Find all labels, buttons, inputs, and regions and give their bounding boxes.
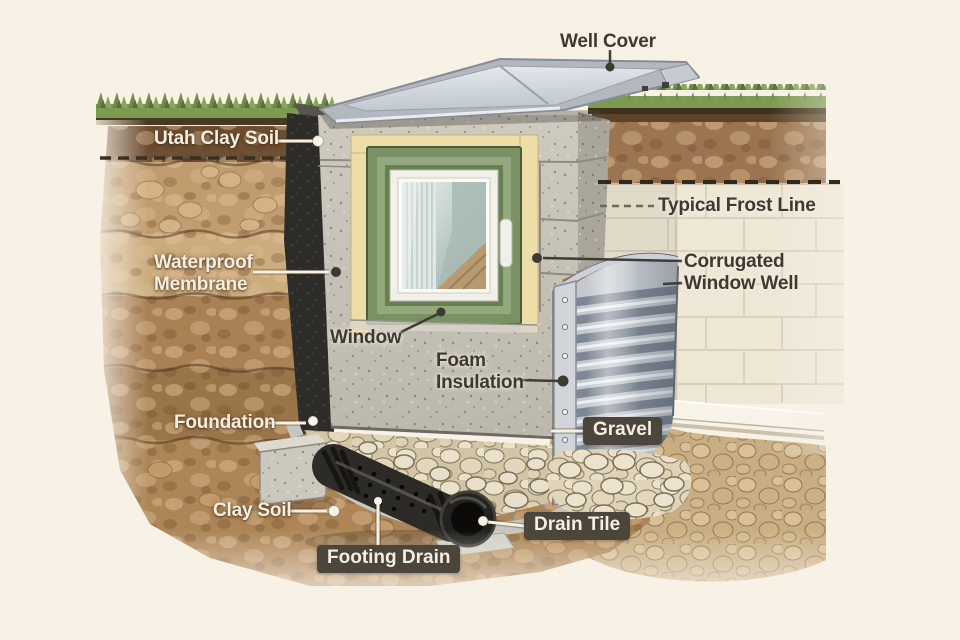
- leader-dots: [307, 62, 615, 527]
- label-clay-soil: Clay Soil: [213, 500, 292, 521]
- leader-drain-tile: [487, 520, 526, 528]
- well-base-gravel: [547, 449, 692, 520]
- fade-bottom: [80, 530, 870, 640]
- leader-window: [400, 312, 439, 334]
- window-sill: [349, 319, 538, 333]
- label-corrugated-window-well: Corrugated Window Well: [684, 251, 799, 295]
- grass-left: [96, 92, 334, 125]
- basement-window: [349, 146, 538, 333]
- window-handle: [499, 218, 513, 268]
- leader-lines: [253, 50, 683, 547]
- grass-right: [588, 84, 826, 114]
- label-footing-drain: Footing Drain: [317, 545, 461, 573]
- label-well-cover: Well Cover: [560, 31, 656, 52]
- label-gravel: Gravel: [583, 417, 663, 445]
- label-foundation: Foundation: [174, 412, 276, 433]
- leader-corrugated-1: [542, 256, 683, 263]
- fade-left: [88, 120, 148, 570]
- label-utah-clay-soil: Utah Clay Soil: [154, 128, 279, 149]
- label-drain-tile: Drain Tile: [524, 512, 631, 540]
- window-glass: [402, 182, 487, 290]
- label-window: Window: [330, 327, 402, 348]
- leader-foam-insulation: [516, 378, 560, 383]
- footing-block: [253, 434, 337, 511]
- label-typical-frost-line: Typical Frost Line: [658, 195, 816, 216]
- well-cover-panel: [319, 58, 700, 124]
- label-foam-insulation: Foam Insulation: [436, 350, 524, 394]
- label-waterproof-membrane: Waterproof Membrane: [154, 252, 253, 296]
- fade-right: [770, 75, 960, 455]
- leader-corrugated-2: [662, 281, 683, 286]
